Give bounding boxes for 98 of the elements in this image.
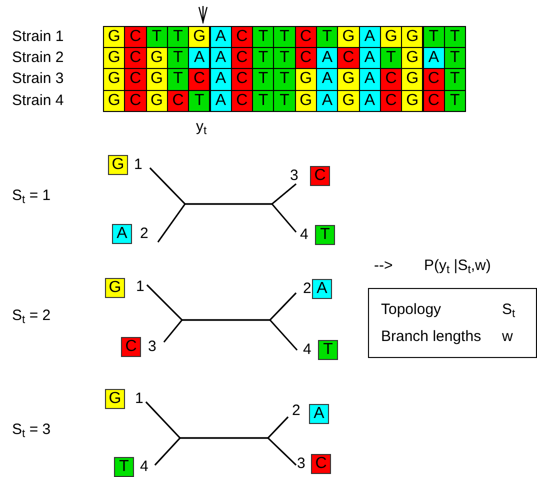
parameter-name: Branch lengths bbox=[381, 329, 482, 344]
nucleotide-box: T bbox=[315, 225, 335, 245]
nucleotide-cell: G bbox=[103, 90, 126, 112]
nucleotide-cell: T bbox=[252, 90, 274, 112]
nucleotide-cell: A bbox=[422, 47, 445, 70]
nucleotide-box: C bbox=[311, 454, 331, 474]
nucleotide-cell: T bbox=[273, 26, 296, 48]
parameter-box bbox=[368, 288, 537, 358]
nucleotide-cell: G bbox=[146, 68, 168, 91]
strain-name: Strain 1 bbox=[12, 29, 64, 44]
leaf-number: 1 bbox=[134, 157, 142, 172]
nucleotide-cell: A bbox=[316, 68, 338, 91]
nucleotide-cell: T bbox=[444, 47, 466, 70]
nucleotide-cell: A bbox=[210, 90, 232, 112]
strain-name: Strain 3 bbox=[12, 71, 64, 86]
nucleotide-cell: C bbox=[294, 47, 317, 70]
nucleotide-box: A bbox=[312, 279, 332, 299]
probability-formula: P(y$_{t}$ |S$_{t}$,w) bbox=[424, 258, 491, 273]
nucleotide-cell: G bbox=[103, 68, 126, 91]
nucleotide-cell: G bbox=[146, 47, 168, 70]
nucleotide-cell: A bbox=[210, 68, 232, 91]
nucleotide-cell: T bbox=[252, 47, 274, 70]
nucleotide-cell: T bbox=[252, 68, 274, 91]
strain-name: Strain 2 bbox=[12, 50, 64, 66]
leaf-number: 2 bbox=[303, 281, 312, 296]
leaf-number: 4 bbox=[140, 459, 148, 474]
nucleotide-box: A bbox=[112, 224, 132, 244]
nucleotide-cell: A bbox=[316, 47, 338, 70]
leaf-number: 2 bbox=[140, 226, 148, 241]
leaf-number: 1 bbox=[136, 279, 144, 294]
leaf-number: 2 bbox=[292, 403, 300, 418]
nucleotide-cell: C bbox=[422, 68, 445, 91]
nucleotide-cell: G bbox=[188, 26, 210, 48]
nucleotide-box: G bbox=[105, 278, 125, 298]
nucleotide-cell: T bbox=[273, 68, 296, 91]
nucleotide-cell: T bbox=[444, 90, 466, 112]
nucleotide-cell: T bbox=[444, 26, 466, 48]
nucleotide-box: G bbox=[105, 389, 125, 409]
nucleotide-cell: C bbox=[124, 26, 147, 48]
nucleotide-cell: G bbox=[337, 90, 360, 112]
nucleotide-cell: T bbox=[444, 68, 466, 91]
nucleotide-cell: T bbox=[316, 26, 338, 48]
nucleotide-cell: T bbox=[146, 26, 168, 48]
nucleotide-cell: C bbox=[337, 47, 360, 70]
leaf-number: 4 bbox=[300, 227, 308, 242]
nucleotide-cell: G bbox=[294, 90, 317, 112]
nucleotide-cell: A bbox=[210, 26, 232, 48]
nucleotide-cell: T bbox=[273, 47, 296, 70]
site-label: y$_{t}$ bbox=[196, 119, 207, 134]
nucleotide-cell: G bbox=[103, 47, 126, 70]
nucleotide-cell: G bbox=[401, 26, 424, 48]
nucleotide-box: A bbox=[309, 404, 329, 424]
nucleotide-cell: A bbox=[358, 68, 381, 91]
nucleotide-box: G bbox=[108, 155, 128, 175]
nucleotide-cell: G bbox=[103, 26, 126, 48]
nucleotide-cell: G bbox=[401, 47, 424, 70]
nucleotide-cell: A bbox=[210, 47, 232, 70]
leaf-number: 3 bbox=[290, 168, 298, 183]
nucleotide-cell: T bbox=[273, 90, 296, 112]
tree-branch bbox=[271, 184, 296, 232]
nucleotide-cell: T bbox=[252, 26, 274, 48]
parameter-symbol: S$_{t}$ bbox=[502, 302, 516, 317]
topology-label: S$_{t}$ = 1 bbox=[12, 188, 51, 203]
nucleotide-box: C bbox=[121, 337, 141, 357]
nucleotide-cell: G bbox=[146, 90, 168, 112]
nucleotide-cell: C bbox=[422, 90, 445, 112]
tree-branch bbox=[269, 292, 298, 350]
leaf-number: 4 bbox=[303, 342, 312, 357]
arrow-text: --> bbox=[374, 258, 393, 273]
nucleotide-cell: C bbox=[124, 90, 147, 112]
nucleotide-box: T bbox=[318, 340, 338, 360]
nucleotide-cell: A bbox=[358, 26, 381, 48]
nucleotide-cell: A bbox=[316, 90, 338, 112]
nucleotide-cell: G bbox=[337, 68, 360, 91]
nucleotide-cell: G bbox=[401, 68, 424, 91]
nucleotide-box: C bbox=[310, 166, 330, 186]
tree-branch bbox=[267, 416, 296, 466]
topology-label: S$_{t}$ = 3 bbox=[12, 422, 51, 437]
topology-label: S$_{t}$ = 2 bbox=[12, 308, 51, 323]
nucleotide-cell: G bbox=[337, 26, 360, 48]
nucleotide-cell: G bbox=[294, 68, 317, 91]
parameter-symbol: w bbox=[502, 329, 514, 344]
nucleotide-cell: A bbox=[358, 47, 381, 70]
leaf-number: 3 bbox=[148, 339, 156, 354]
nucleotide-cell: G bbox=[401, 90, 424, 112]
nucleotide-cell: C bbox=[124, 47, 147, 70]
nucleotide-cell: C bbox=[294, 26, 317, 48]
nucleotide-cell: T bbox=[422, 26, 445, 48]
nucleotide-cell: A bbox=[188, 47, 210, 70]
parameter-name: Topology bbox=[381, 302, 442, 317]
nucleotide-cell: T bbox=[188, 90, 210, 112]
nucleotide-cell: C bbox=[124, 68, 147, 91]
nucleotide-cell: C bbox=[188, 68, 210, 91]
leaf-number: 3 bbox=[297, 456, 306, 471]
nucleotide-cell: A bbox=[358, 90, 381, 112]
nucleotide-box: T bbox=[114, 457, 134, 477]
leaf-number: 1 bbox=[135, 391, 144, 406]
strain-name: Strain 4 bbox=[12, 92, 64, 108]
